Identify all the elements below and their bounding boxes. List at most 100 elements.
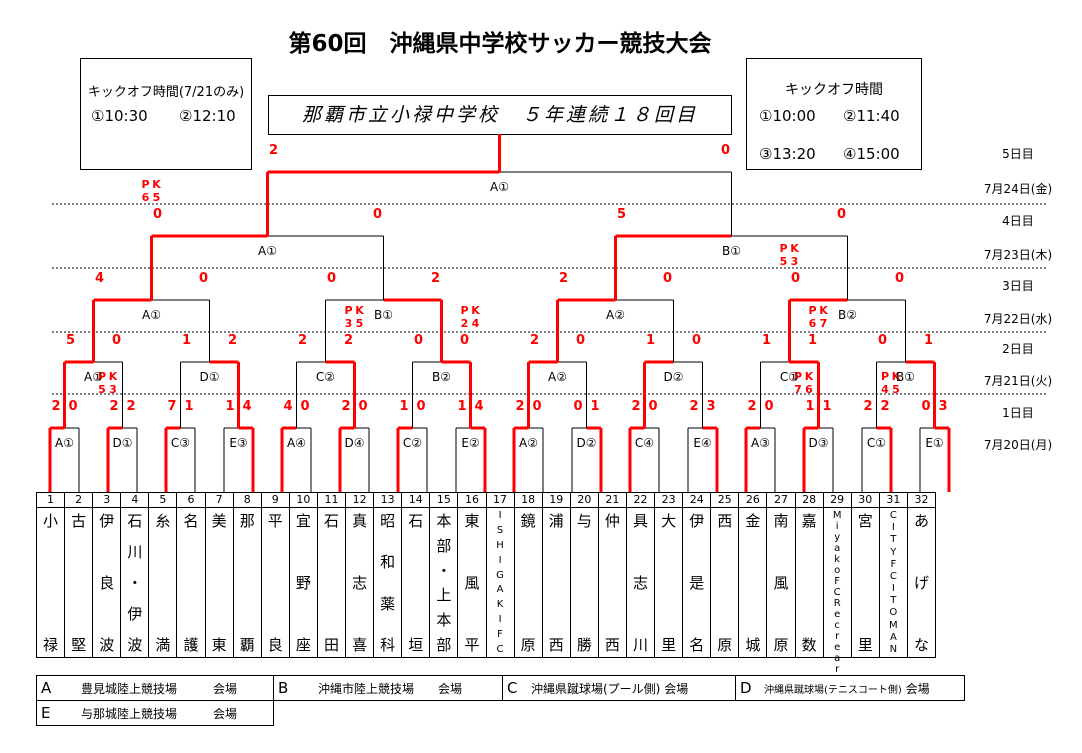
match-venue-label: C④ — [635, 436, 654, 450]
match-venue-label: D③ — [809, 436, 829, 450]
team-name-char: C — [889, 570, 897, 582]
team-name-char: 金 — [745, 512, 761, 530]
match-score: 1 — [822, 399, 831, 414]
team-name-cell: 大里 — [654, 507, 684, 658]
match-score: 2 — [747, 399, 756, 414]
match-score: 2 — [880, 399, 889, 414]
team-number: 31 — [878, 492, 908, 508]
pk-label: P — [141, 178, 149, 191]
match-score: 1 — [182, 333, 191, 348]
round-day-label: 4日目 — [1002, 214, 1034, 228]
team-name-char: S — [496, 524, 504, 536]
team-name-char: c — [834, 620, 840, 631]
team-name-cell: 浦西 — [541, 507, 571, 658]
team-name-cell: あげな — [906, 507, 937, 658]
team-name-char: 上 — [436, 586, 452, 605]
pk-score: 6 — [142, 191, 150, 204]
team-name-char: 糸 — [155, 512, 171, 530]
team-name-char: 原 — [773, 636, 789, 654]
team-name-char: 部 — [436, 536, 452, 555]
team-name-cell: 伊良波 — [92, 507, 122, 658]
team-name-char: 志 — [633, 574, 649, 592]
team-name-char: 伊 — [127, 605, 143, 623]
match-venue-label: A① — [490, 180, 509, 194]
team-name-char: 部 — [436, 635, 452, 654]
team-name-char: k — [834, 554, 841, 565]
team-number: 2 — [64, 492, 94, 508]
pk-label: K — [790, 242, 799, 255]
match-venue-label: C① — [867, 436, 886, 450]
match-score: 0 — [68, 399, 77, 414]
team-name-char: R — [833, 598, 841, 609]
team-number: 1 — [35, 492, 66, 508]
team-name-char: 伊 — [99, 512, 115, 530]
team-name-char: 東 — [211, 636, 227, 654]
pk-label: K — [892, 370, 901, 383]
match-score: 4 — [283, 399, 292, 414]
team-name-char: 野 — [295, 574, 311, 592]
match-score: 0 — [764, 399, 773, 414]
match-score: 4 — [95, 271, 104, 286]
team-name-char: I — [891, 583, 895, 595]
match-venue-label: D② — [664, 370, 684, 384]
round-date-label: 7月24日(金) — [983, 182, 1053, 196]
team-name-cell: 石垣 — [401, 507, 431, 658]
match-venue-label: A③ — [751, 436, 770, 450]
team-name-char: M — [889, 619, 898, 631]
team-number: 15 — [429, 492, 459, 508]
team-name-char: 志 — [352, 574, 368, 592]
match-score: 2 — [530, 333, 539, 348]
team-name-char: T — [890, 534, 897, 546]
team-number: 4 — [120, 492, 150, 508]
match-score: 4 — [242, 399, 251, 414]
round-day-label: 1日目 — [1002, 406, 1034, 420]
team-number: 10 — [288, 492, 318, 508]
match-venue-label: A① — [142, 308, 161, 322]
team-name-char: I — [891, 522, 895, 534]
team-name-char: 名 — [183, 512, 199, 530]
team-name-cell: 美東 — [204, 507, 234, 658]
match-score: 4 — [474, 399, 483, 414]
team-number: 32 — [906, 492, 937, 508]
match-score: 0 — [573, 399, 582, 414]
team-name-char: 是 — [689, 574, 705, 592]
team-name-cell: 東風平 — [457, 507, 487, 658]
team-name-cell: 宜野座 — [288, 507, 318, 658]
team-name-cell: 金城 — [738, 507, 768, 658]
team-number: 18 — [513, 492, 543, 508]
pk-label: P — [344, 304, 352, 317]
team-name-char: 風 — [464, 574, 480, 592]
match-venue-label: C③ — [171, 436, 190, 450]
team-name-char: M — [832, 510, 842, 521]
team-name-char: 良 — [99, 574, 115, 592]
kickoff-title: キックオフ時間(7/21のみ) — [87, 85, 245, 100]
match-score: 0 — [692, 333, 701, 348]
team-name-char: 原 — [717, 636, 733, 654]
team-name-char: F — [497, 629, 503, 640]
team-name-char: 勝 — [576, 636, 592, 654]
match-score: 0 — [414, 333, 423, 348]
team-name-cell: 西原 — [710, 507, 740, 658]
match-score: 0 — [358, 399, 367, 414]
team-name-cell: 鏡原 — [513, 507, 543, 658]
match-venue-label: B① — [896, 370, 915, 384]
match-score: 1 — [399, 399, 408, 414]
team-number: 30 — [850, 492, 880, 508]
team-name-char: 和 — [380, 553, 396, 572]
team-name-char: A — [889, 631, 897, 643]
team-name-cell: 平良 — [260, 507, 290, 658]
round-date-label: 7月20日(月) — [983, 438, 1053, 452]
team-name-char: a — [834, 653, 841, 664]
match-score: 5 — [617, 207, 626, 222]
team-number: 20 — [569, 492, 599, 508]
match-score: 2 — [344, 333, 353, 348]
team-name-cell: 南風原 — [766, 507, 796, 658]
team-name-char: 田 — [323, 636, 339, 654]
match-score: 0 — [895, 271, 904, 286]
pk-label: K — [805, 370, 814, 383]
team-name-cell: 小禄 — [35, 507, 66, 658]
match-venue-label: D① — [113, 436, 133, 450]
